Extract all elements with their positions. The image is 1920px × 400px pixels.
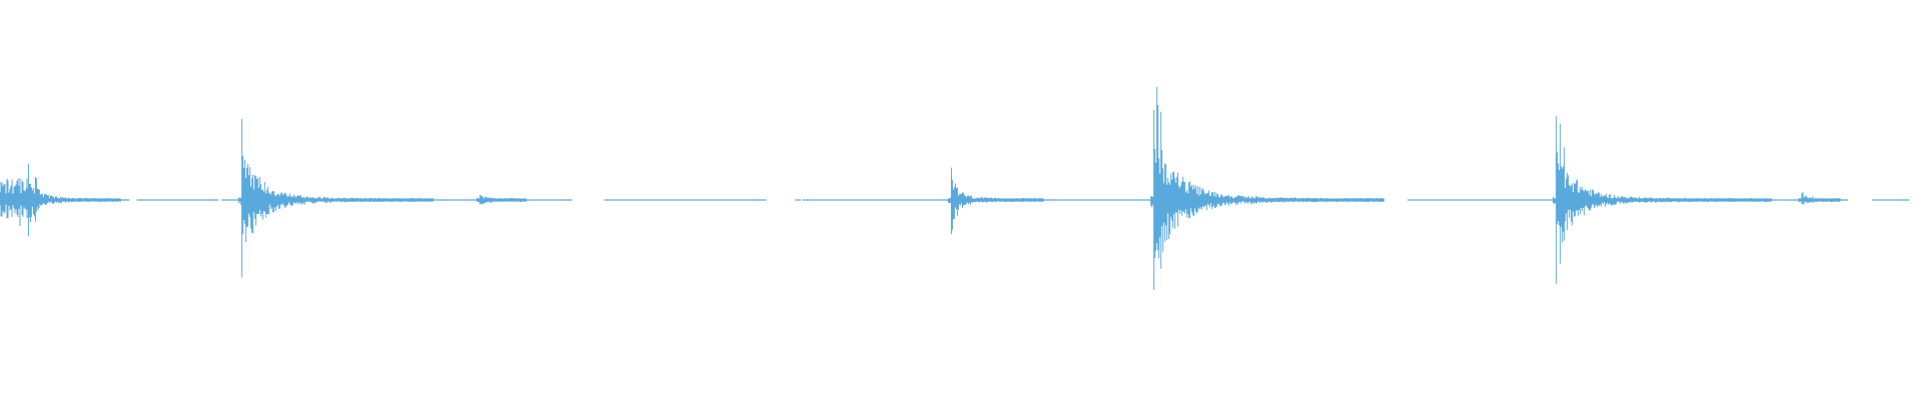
intro-noise-shape (0, 178, 40, 227)
waveform-transient (947, 167, 1044, 235)
waveform-transient (238, 119, 434, 278)
transient-shape (238, 119, 434, 278)
transient-shape (24, 164, 121, 236)
transient-shape (1150, 86, 1385, 290)
transient-shape (1798, 192, 1841, 205)
transient-shape (1552, 116, 1772, 284)
waveform-transient (24, 164, 121, 236)
waveform-intro-noise (0, 178, 40, 227)
waveform-transient (476, 195, 527, 205)
waveform-transient (1552, 116, 1772, 284)
waveform-transient (1150, 86, 1385, 290)
waveform-transient (1798, 192, 1841, 205)
transient-shape (476, 195, 527, 205)
transient-shape (947, 167, 1044, 235)
